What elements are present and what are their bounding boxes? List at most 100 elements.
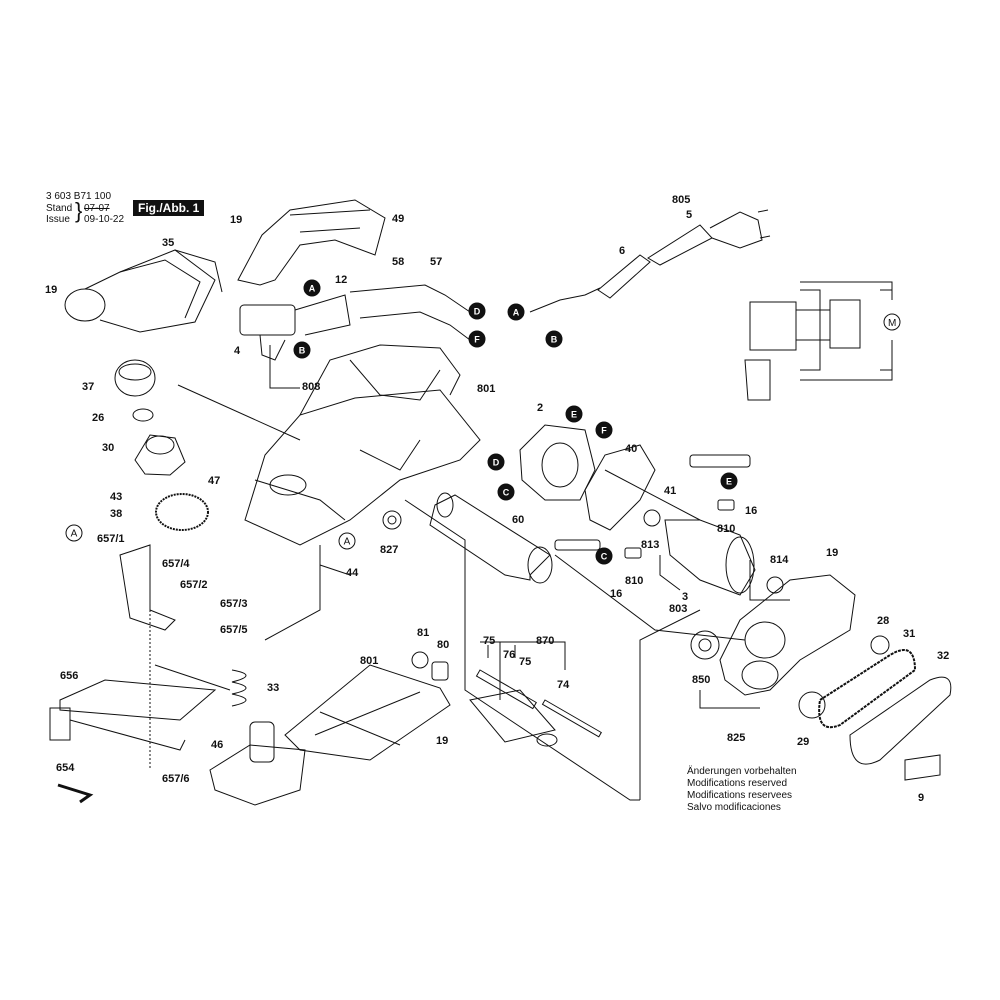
part-label-p58: 58 (392, 256, 404, 268)
pulley-29 (798, 691, 826, 719)
part-label-p19d: 19 (436, 735, 448, 747)
leader-line (319, 564, 351, 576)
part-label-p80: 80 (437, 639, 449, 651)
base-plate-801 (284, 664, 451, 761)
part-label-p657_3: 657/3 (220, 598, 248, 610)
part-label-p81: 81 (417, 627, 429, 639)
connector-circle (338, 532, 356, 550)
part-label-p19b: 19 (45, 284, 57, 296)
part-label-p850: 850 (692, 674, 710, 686)
brush-holder-16 (689, 454, 751, 468)
part-label-p33: 33 (267, 682, 279, 694)
stand-label: Stand (46, 203, 73, 214)
connector-cB1: B (293, 341, 311, 359)
notes-block: Änderungen vorbehalten Modifications res… (687, 766, 797, 814)
parallel-guide-656 (49, 679, 217, 751)
connector-circle (293, 341, 311, 359)
lever-80 (431, 661, 449, 681)
connector-letter: B (299, 346, 306, 356)
figure-badge: Fig./Abb. 1 (133, 200, 205, 216)
connector-letter: B (551, 335, 558, 345)
bearing-827 (382, 510, 402, 530)
cable-57 (359, 311, 471, 341)
part-label-p37: 37 (82, 381, 94, 393)
part-label-p814: 814 (770, 554, 789, 566)
connector-circle (468, 302, 486, 320)
connector-letter: D (474, 307, 481, 317)
doc-number: 3 603 B71 100 (46, 191, 112, 202)
part-label-p6: 6 (619, 245, 625, 257)
leader-line (749, 560, 790, 601)
part-label-p26: 26 (92, 412, 104, 424)
spring-81 (411, 651, 429, 669)
part-label-p38: 38 (110, 508, 122, 520)
part-label-p801b: 801 (360, 655, 378, 667)
carbon-brush-810 (717, 499, 735, 511)
leader-line (177, 384, 301, 441)
connector-cD1: D (468, 302, 486, 320)
part-label-p3: 3 (682, 591, 688, 603)
leader-line (604, 469, 701, 521)
connector-letter: A (71, 529, 78, 540)
part-label-p801a: 801 (477, 383, 495, 395)
connector-cA2: A (507, 303, 525, 321)
part-label-p9: 9 (918, 792, 924, 804)
drum-insert (469, 689, 556, 743)
drive-belt-31 (818, 649, 917, 729)
part-label-p57: 57 (430, 256, 442, 268)
part-label-p16a: 16 (745, 505, 757, 517)
power-cord (529, 209, 771, 313)
part-label-p657_1: 657/1 (97, 533, 125, 545)
cutter-drum-60 (429, 492, 553, 584)
leader-line (659, 555, 681, 591)
connector-cE1: E (565, 405, 583, 423)
part-label-p825: 825 (727, 732, 745, 744)
wiring-schematic (744, 281, 893, 401)
motor-label: M (888, 318, 896, 329)
issue-label: Issue (46, 214, 70, 225)
connector-circle (468, 330, 486, 348)
armature-3 (643, 509, 756, 596)
part-label-p656: 656 (60, 670, 78, 682)
spring-33 (231, 669, 247, 707)
bearing-814 (766, 576, 784, 594)
part-label-p29: 29 (797, 736, 809, 748)
part-label-p47: 47 (208, 475, 220, 487)
connector-letter: F (474, 335, 480, 345)
part-label-p40: 40 (625, 443, 637, 455)
connector-circle (65, 524, 83, 542)
stand-date: 07-07 (84, 203, 110, 214)
connector-cC2: C (595, 547, 613, 565)
part-label-p46: 46 (211, 739, 223, 751)
part-label-p75b: 75 (519, 656, 531, 668)
leader-line (699, 690, 760, 709)
part-label-p19a: 19 (230, 214, 242, 226)
brush-holder-16b (554, 539, 601, 551)
brace: } (75, 198, 83, 223)
leader-line (480, 641, 566, 670)
washer-26 (132, 408, 154, 422)
leader-line (269, 345, 300, 389)
gear-housing-825 (719, 574, 856, 696)
connector-letter: A (344, 537, 351, 548)
connector-cA1: A (303, 279, 321, 297)
knob-37 (114, 359, 156, 397)
part-label-p16b: 16 (610, 588, 622, 600)
note-line: Salvo modificaciones (687, 802, 781, 813)
part-label-p5: 5 (686, 209, 692, 221)
handle-cover-49 (237, 199, 386, 286)
part-label-p657_4: 657/4 (162, 558, 190, 570)
housing-801 (244, 344, 481, 546)
connector-letter: D (493, 458, 500, 468)
part-label-p654: 654 (56, 762, 75, 774)
part-label-p808: 808 (302, 381, 320, 393)
connector-letter: C (503, 488, 510, 498)
part-label-p657_5: 657/5 (220, 624, 248, 636)
connector-circle (565, 405, 583, 423)
part-label-p32: 32 (937, 650, 949, 662)
front-shoe-46 (209, 721, 306, 806)
part-label-p4: 4 (234, 345, 241, 357)
part-label-p41: 41 (664, 485, 676, 497)
part-label-p870: 870 (536, 635, 554, 647)
depth-adjust-30 (134, 434, 186, 476)
